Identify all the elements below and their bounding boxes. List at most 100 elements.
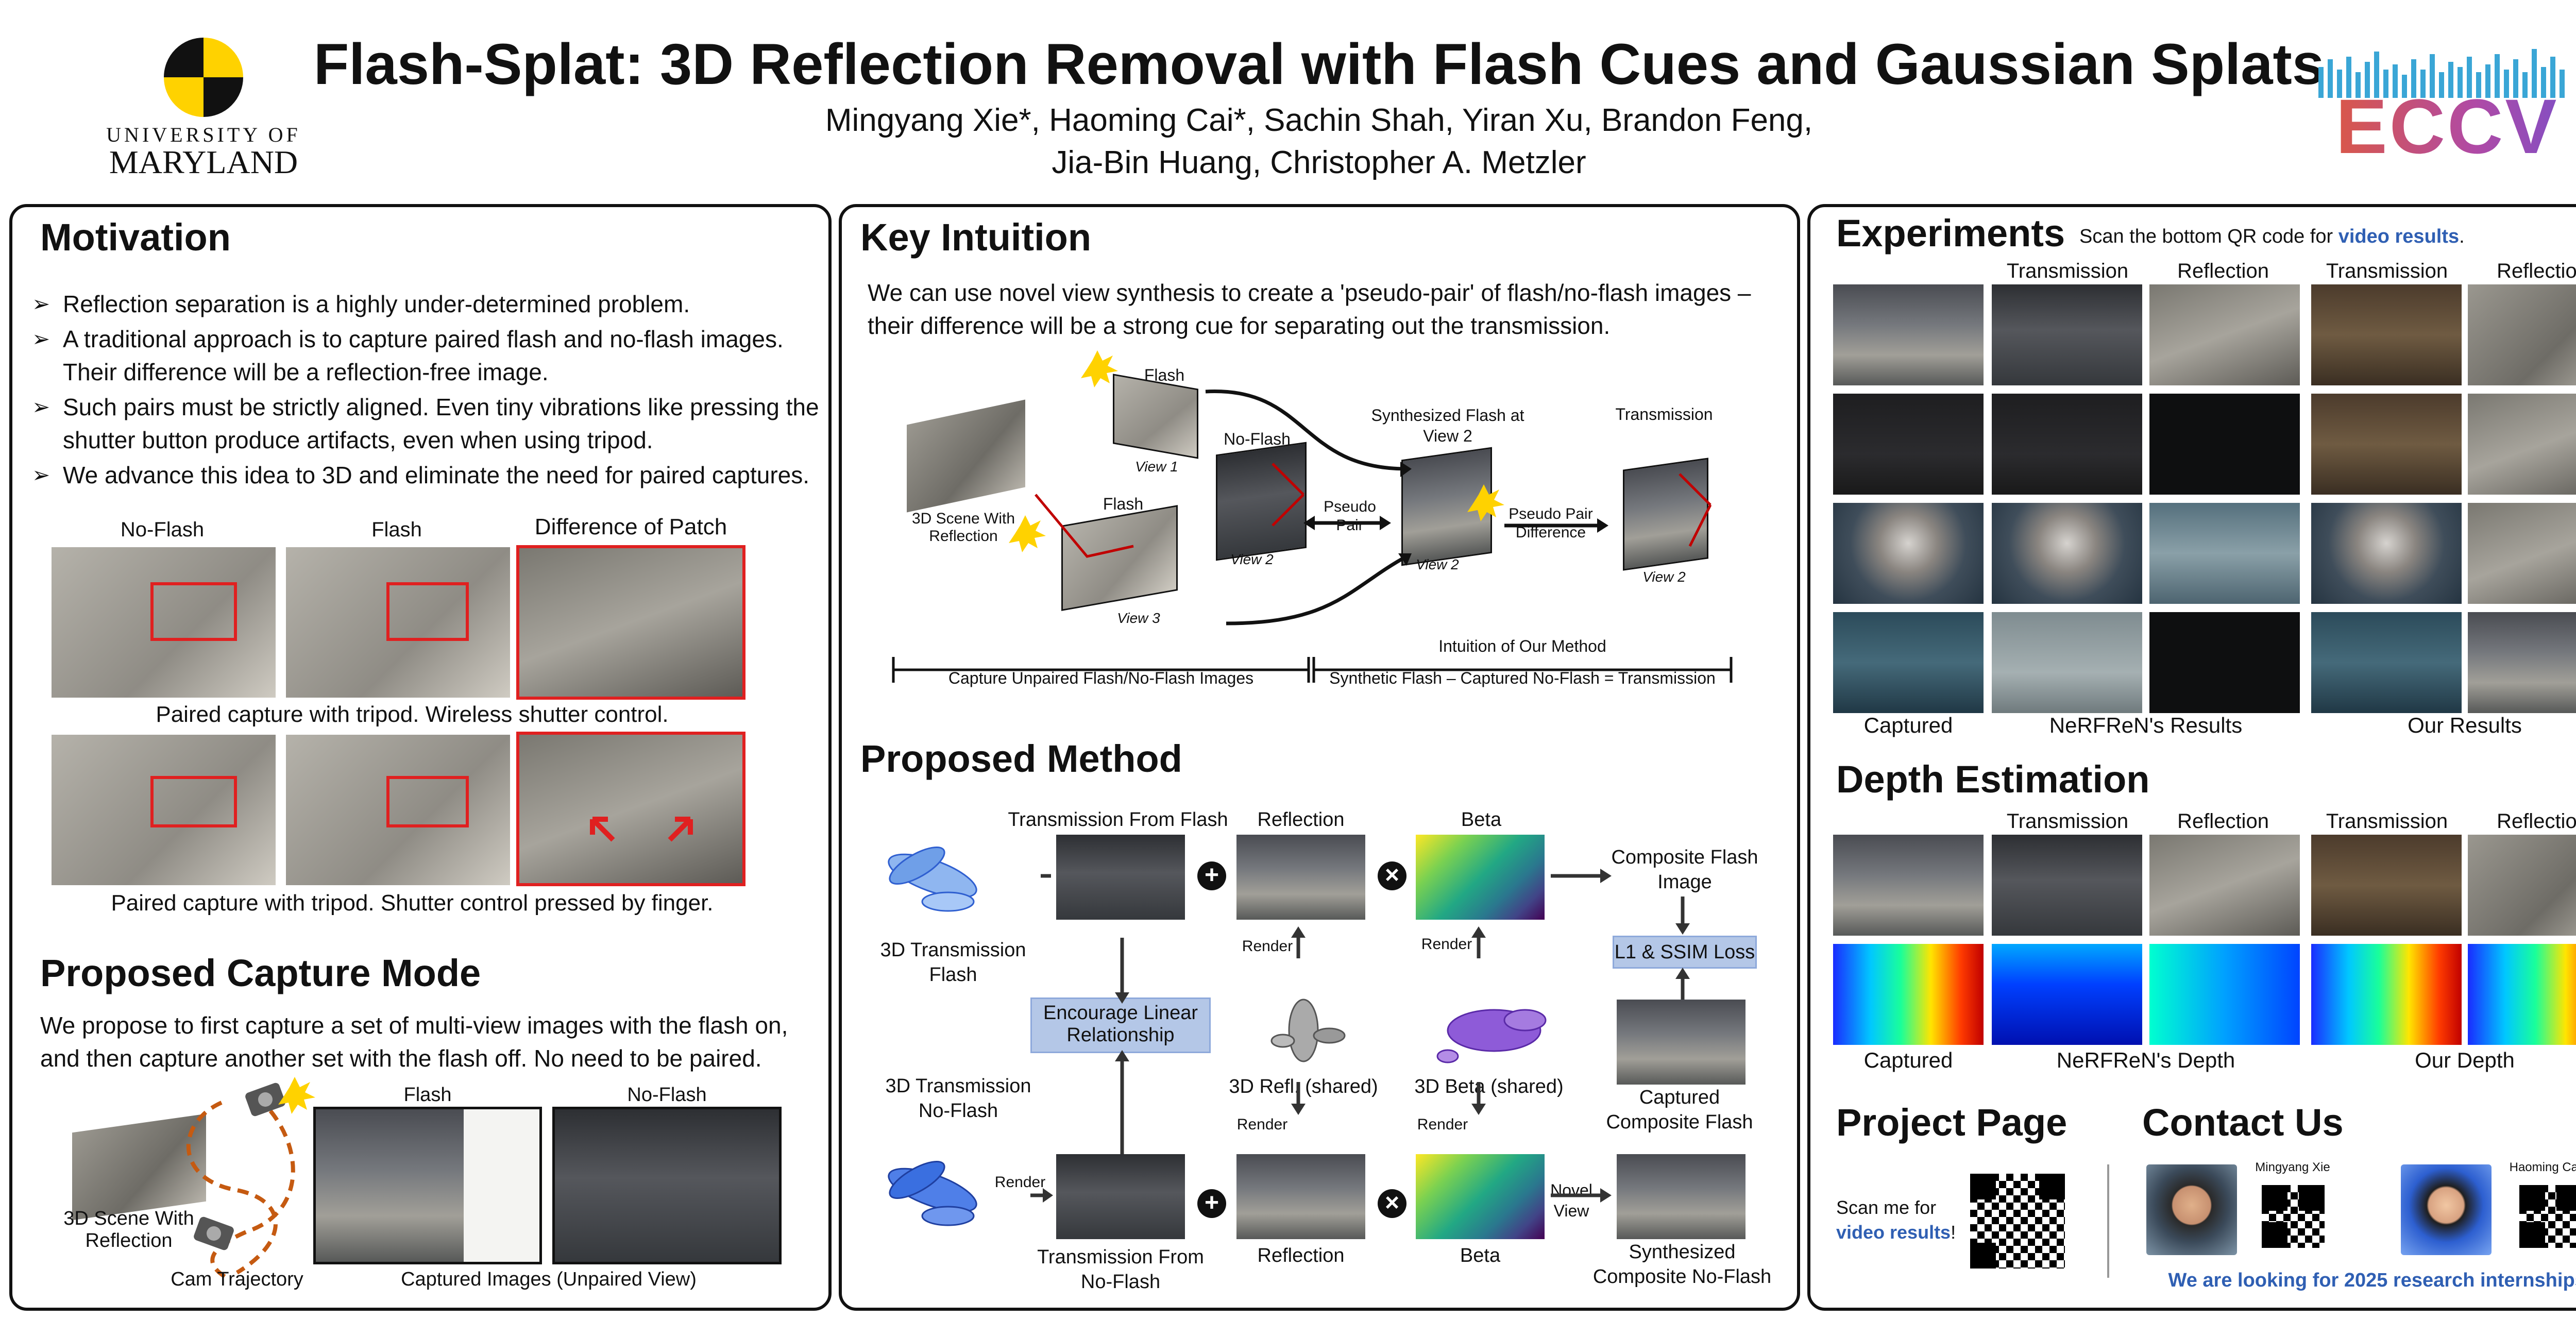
gaussian-noflash-icon (888, 1160, 977, 1226)
trans-flash-render (1056, 835, 1185, 920)
scene-with-reflection-label: 3D Scene With Reflection (63, 1208, 194, 1252)
render-label-5: Render (1417, 1116, 1468, 1133)
depth-r1-nerfren-refl (2149, 835, 2300, 936)
reflection-bottom-label: Reflection (1257, 1245, 1345, 1266)
trans-noflash-render (1056, 1154, 1185, 1239)
composite-flash-label: Composite Flash Image (1611, 847, 1758, 893)
view2c-label: View 2 (1642, 569, 1686, 585)
motivation-bullet-1: Reflection separation is a highly under-… (32, 288, 836, 320)
umd-text-bottom: MARYLAND (109, 144, 298, 180)
depth-r1-ours-refl (2468, 835, 2576, 936)
contact-name-2: Haoming Cai (2509, 1160, 2576, 1174)
depth-bottom-nerfren: NeRFReN's Depth (2056, 1048, 2235, 1072)
gaussian-flash-icon (888, 846, 977, 912)
exp-r3-ours-refl (2468, 503, 2576, 604)
exp-r1-nerfren-trans (1992, 284, 2142, 385)
scan-video-results-link[interactable]: video results (1836, 1222, 1951, 1243)
difference-patch-1 (516, 545, 745, 700)
experiments-title: Experiments (1836, 212, 2065, 255)
motivation-title: Motivation (40, 216, 231, 259)
synth-flash-label: Synthesized Flash at View 2 (1371, 406, 1524, 445)
encourage-text: Encourage Linear Relationship (1043, 1002, 1198, 1046)
exp-r4-ours-refl (2468, 612, 2576, 713)
project-page-title: Project Page (1836, 1101, 2067, 1144)
divider (2107, 1164, 2109, 1278)
scan-suffix: ! (1951, 1222, 1956, 1243)
multiply-icon: × (1378, 1189, 1406, 1218)
exp-r2-captured (1833, 394, 1984, 495)
exp-r4-nerfren-trans (1992, 612, 2142, 713)
synth-composite-img (1617, 1154, 1745, 1239)
synth-composite-label: Synthesized Composite No-Flash (1592, 1241, 1772, 1288)
flash-photo-1 (286, 547, 510, 698)
depth-bottom-captured: Captured (1863, 1048, 1953, 1072)
patch-box (150, 776, 237, 827)
depth-map-ours-refl (2468, 944, 2576, 1045)
exp-col-transmission-1: Transmission (2006, 260, 2129, 282)
capture-flash-label: Flash (403, 1084, 452, 1106)
project-qr-code[interactable] (1967, 1171, 2068, 1272)
view1-label: View 1 (1135, 459, 1178, 475)
caption-wireless: Paired capture with tripod. Wireless shu… (156, 702, 669, 727)
depth-r1-captured (1833, 835, 1984, 936)
experiments-note-prefix: Scan the bottom QR code for (2079, 226, 2338, 247)
patch-box (386, 776, 469, 827)
video-results-link[interactable]: video results (2338, 226, 2460, 247)
loss-box: L1 & SSIM Loss (1613, 936, 1757, 969)
authors-line-2: Jia-Bin Huang, Christopher A. Metzler (1052, 145, 1586, 180)
exp-r2-nerfren-trans (1992, 394, 2142, 495)
trans-noflash-3d-label: 3D Transmission No-Flash (885, 1075, 1031, 1122)
exp-bottom-nerfren: NeRFReN's Results (2049, 713, 2243, 737)
exp-r4-ours-trans (2311, 612, 2462, 713)
capture-mode-title: Proposed Capture Mode (40, 952, 481, 994)
avatar-haoming (2401, 1164, 2492, 1255)
depth-r1-nerfren-trans (1992, 835, 2142, 936)
internship-note: We are looking for 2025 research interns… (2168, 1270, 2576, 1291)
depth-map-nerfren-trans (1992, 944, 2142, 1045)
intuition-arrows (892, 350, 1733, 683)
project-scan-text: Scan me for video results! (1836, 1195, 1956, 1245)
umd-text-top: UNIVERSITY OF (106, 123, 301, 146)
umd-shield-icon (161, 35, 246, 120)
patch-box (150, 582, 237, 641)
intuition-scene-label: 3D Scene With Reflection (911, 510, 1015, 545)
beta-bottom-label: Beta (1460, 1245, 1501, 1266)
depth-map-captured (1833, 944, 1984, 1045)
exp-r2-nerfren-refl (2149, 394, 2300, 495)
exp-bottom-captured: Captured (1863, 713, 1953, 737)
key-intuition-text: We can use novel view synthesis to creat… (868, 279, 1751, 339)
label-flash: Flash (371, 518, 422, 541)
depth-col-reflection-1: Reflection (2177, 810, 2269, 833)
exp-r3-captured (1833, 503, 1984, 604)
scan-me-label: Scan me for (1836, 1197, 1937, 1218)
key-intuition-title: Key Intuition (860, 216, 1092, 259)
contact-qr-mingyang[interactable] (2259, 1182, 2328, 1251)
exp-col-transmission-2: Transmission (2326, 260, 2448, 282)
depth-col-transmission-1: Transmission (2006, 810, 2129, 833)
exp-r3-nerfren-trans (1992, 503, 2142, 604)
contact-us-title: Contact Us (2142, 1101, 2344, 1144)
experiments-note-suffix: . (2459, 226, 2465, 247)
experiments-panel (1807, 204, 2576, 1311)
beta-map-bottom (1416, 1154, 1545, 1239)
noflash-photo-1 (52, 547, 276, 698)
render-label-1: Render (1242, 938, 1293, 955)
contact-qr-haoming[interactable] (2516, 1182, 2576, 1251)
render-label-4: Render (1236, 1116, 1288, 1133)
caption-finger: Paired capture with tripod. Shutter cont… (111, 890, 714, 916)
reflection-top-label: Reflection (1257, 809, 1345, 831)
motivation-bullet-4: We advance this idea to 3D and eliminate… (32, 459, 856, 492)
difference-patch-2 (516, 732, 745, 886)
capture-mode-text: We propose to first capture a set of mul… (40, 1012, 788, 1072)
render-label-3: Render (994, 1174, 1046, 1191)
depth-map-ours-trans (2311, 944, 2462, 1045)
depth-bottom-ours: Our Depth (2415, 1048, 2515, 1072)
label-difference: Difference of Patch (534, 514, 727, 539)
exp-r3-ours-trans (2311, 503, 2462, 604)
multiply-icon: × (1378, 861, 1406, 890)
depth-col-transmission-2: Transmission (2326, 810, 2448, 833)
exp-r1-ours-trans (2311, 284, 2462, 385)
plus-icon: + (1197, 861, 1226, 890)
captured-images-caption: Captured Images (Unpaired View) (401, 1269, 697, 1290)
pseudo-pair-label: Pseudo Pair (1324, 498, 1376, 534)
